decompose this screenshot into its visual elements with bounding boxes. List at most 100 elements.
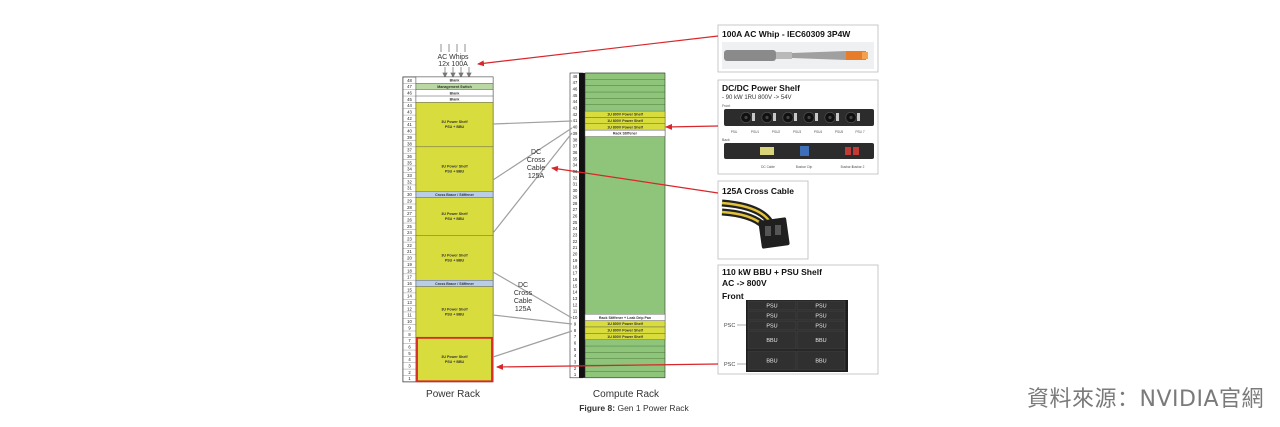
rack-unit-number: 6 (408, 344, 411, 349)
power-rack-block-label: Cross Brace / Stiffener (435, 282, 474, 286)
dcdc-arrow (665, 123, 719, 130)
compute-rack-block-label: 1U 800V Power Shelf (607, 328, 643, 332)
compute-rack-title: Compute Rack (593, 389, 660, 400)
rack-unit-number: 12 (407, 306, 412, 311)
rack-unit-number: 24 (407, 230, 412, 235)
power-rack-block-label: 3U Power Shelf (441, 307, 468, 311)
dcdc-callout-title: DC/DC Power Shelf (722, 83, 800, 93)
bbu-shelf-slot (747, 320, 797, 331)
rack-unit-number: 13 (573, 296, 578, 301)
bbu-slot-label: BBU (815, 338, 826, 344)
bbu-arrow (496, 363, 719, 370)
cross-cable-upper-l1: DC (531, 149, 541, 156)
dcdc-back-label: Back (722, 138, 730, 142)
bbu-shelf-slot (796, 320, 846, 331)
power-rack: 4847464544434241403938373635343332313029… (402, 76, 494, 383)
dcdc-port-label: PSU2 (772, 130, 781, 134)
power-rack-block (415, 235, 494, 281)
rack-unit-number: 29 (407, 198, 412, 203)
rack-unit-number: 28 (573, 201, 578, 206)
rack-unit-number: 18 (407, 268, 412, 273)
dcdc-port-label: PSU (731, 130, 738, 134)
rack-unit-number: 23 (407, 237, 412, 242)
power-rack-block-label: PSU + BBU (445, 258, 465, 262)
compute-rack-block-label: 1U 800V Power Shelf (607, 322, 643, 326)
cross-cable-callout: 125A Cross Cable (717, 180, 809, 260)
rack-unit-number: 27 (407, 211, 412, 216)
bbu-callout: 110 kW BBU + PSU Shelf AC -> 800V Front … (717, 264, 879, 375)
rack-unit-number: 32 (573, 175, 578, 180)
dcdc-port-label: PSU5 (835, 130, 844, 134)
cross-cable-upper-l4: 125A (528, 173, 545, 180)
rack-unit-number: 40 (407, 129, 412, 134)
rack-unit-number: 47 (573, 80, 578, 85)
rack-unit-number: 48 (573, 74, 578, 79)
rack-unit-number: 36 (407, 154, 412, 159)
power-rack-block-label: PSU + BBU (445, 217, 465, 221)
dcdc-back-label: DC Cable (761, 165, 775, 169)
rack-unit-number: 35 (407, 160, 412, 165)
cross-cable-upper-l3: Cable (527, 165, 545, 172)
rack-unit-number: 13 (407, 300, 412, 305)
bbu-callout-title-2: AC -> 800V (722, 278, 767, 288)
cross-cable-lower-l2: Cross (514, 290, 533, 297)
whip-arrow (477, 35, 719, 67)
rack-unit-number: 31 (407, 186, 412, 191)
power-rack-block (415, 102, 494, 148)
rack-unit-number: 26 (573, 213, 578, 218)
power-rack-title: Power Rack (426, 389, 481, 400)
bbu-slot-label: PSU (766, 314, 777, 320)
highlighted-power-shelf (416, 336, 493, 383)
rack-unit-number: 3 (574, 360, 577, 365)
whip-callout: 100A AC Whip - IEC60309 3P4W (717, 24, 879, 73)
rack-unit-number: 8 (408, 332, 411, 337)
rack-unit-number: 43 (407, 110, 412, 115)
compute-rack-block-label: 1U 800V Power Shelf (607, 119, 643, 123)
rack-unit-number: 44 (407, 103, 412, 108)
rack-unit-number: 1 (574, 372, 577, 377)
power-rack-block-label: 3U Power Shelf (441, 120, 468, 124)
ac-whips-label: AC Whips (437, 54, 469, 61)
rack-unit-number: 4 (408, 357, 411, 362)
rack-unit-number: 8 (574, 328, 577, 333)
rack-unit-number: 34 (573, 163, 578, 168)
rack-unit-number: 17 (573, 271, 578, 276)
cross-cable-lower-l4: 125A (515, 306, 532, 313)
dcdc-back-image (724, 143, 874, 159)
bbu-callout-title-1: 110 kW BBU + PSU Shelf (722, 267, 822, 277)
bbu-shelf-slot (796, 300, 846, 311)
dcdc-callout-subtitle: - 90 kW 1RU 800V -> 54V (722, 95, 792, 101)
compute-rack-block-label: Rack Stiffener (613, 132, 638, 136)
cross-cable-upper-l2: Cross (527, 157, 546, 164)
rack-unit-number: 43 (573, 106, 578, 111)
compute-rack-block-label: 1U 800V Power Shelf (607, 113, 643, 117)
rack-unit-number: 48 (407, 78, 412, 83)
power-rack-block-label: 3U Power Shelf (441, 355, 468, 359)
rack-unit-number: 45 (407, 97, 412, 102)
rack-unit-number: 2 (408, 370, 411, 375)
whip-cable-image (722, 42, 874, 69)
rack-unit-number: 17 (407, 275, 412, 280)
rack-unit-number: 14 (573, 290, 578, 295)
rack-unit-number: 46 (573, 86, 578, 91)
rack-unit-number: 20 (573, 252, 578, 257)
rack-unit-number: 9 (408, 325, 411, 330)
cross-cable-arrow (551, 165, 719, 194)
power-rack-block (415, 337, 494, 383)
rack-unit-number: 39 (573, 131, 578, 136)
rack-unit-number: 41 (573, 118, 578, 123)
bbu-shelf-slot (747, 310, 797, 321)
rack-unit-number: 11 (407, 313, 412, 318)
power-rack-block-label: Blank (450, 91, 460, 95)
rack-unit-number: 46 (407, 90, 412, 95)
rack-unit-number: 45 (573, 93, 578, 98)
cross-cable-lower-l3: Cable (514, 298, 532, 305)
ac-whip-arrows (440, 44, 472, 78)
rack-unit-number: 26 (407, 217, 412, 222)
bbu-shelf-slot (747, 350, 797, 371)
psc-label-1: PSC (724, 323, 735, 329)
rack-unit-number: 16 (573, 277, 578, 282)
rack-unit-number: 34 (407, 167, 412, 172)
